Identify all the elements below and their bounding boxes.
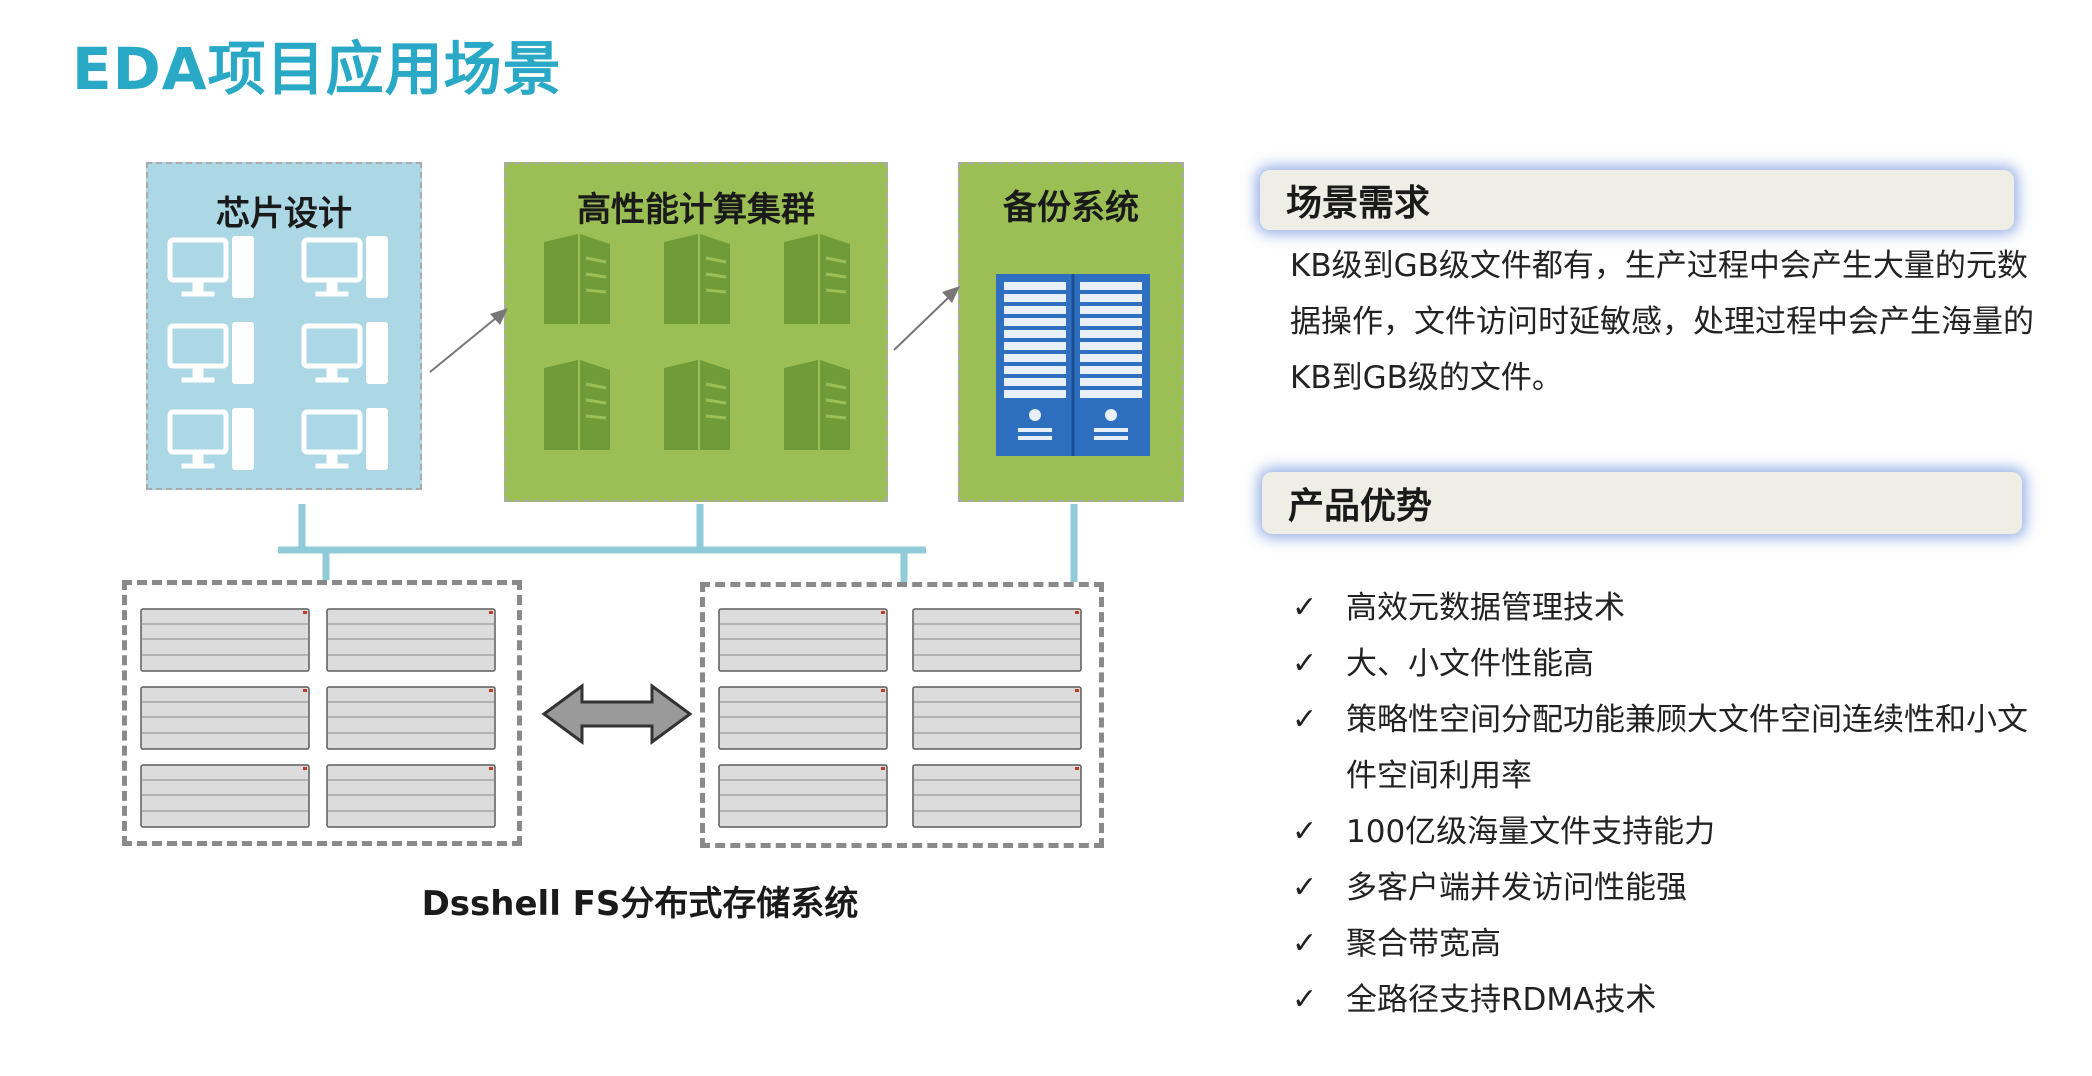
list-item: ✓全路径支持RDMA技术: [1290, 972, 2070, 1028]
list-item: ✓高效元数据管理技术: [1290, 580, 2070, 636]
list-item: ✓多客户端并发访问性能强: [1290, 860, 2070, 916]
server-building-icon: [784, 234, 850, 324]
check-icon: ✓: [1292, 814, 1318, 849]
flow-arrow: [893, 286, 960, 351]
chip-design-label: 芯片设计: [216, 194, 352, 234]
storage-server-icon: [140, 608, 310, 672]
server-building-icon: [544, 234, 610, 324]
scenario-needs-line: KB级到GB级文件都有，生产过程中会产生大量的元数: [1290, 248, 2028, 284]
storage-array-group: [122, 580, 522, 846]
server-building-icon: [544, 360, 610, 450]
advantages-list: ✓高效元数据管理技术 ✓大、小文件性能高 ✓策略性空间分配功能兼顾大文件空间连续…: [1290, 580, 2070, 1028]
hpc-cluster-panel: 高性能计算集群: [504, 162, 888, 502]
list-item: ✓100亿级海量文件支持能力: [1290, 804, 2070, 860]
storage-server-icon: [718, 608, 888, 672]
storage-server-icon: [326, 608, 496, 672]
workstation-icon: [167, 322, 254, 384]
storage-server-icon: [912, 608, 1082, 672]
scenario-needs-heading: 场景需求: [1286, 183, 1431, 224]
workstation-icon: [301, 408, 388, 470]
check-icon: ✓: [1292, 646, 1318, 681]
bidirectional-arrow-icon: [541, 683, 693, 745]
storage-server-icon: [718, 686, 888, 750]
backup-server-icon: [996, 274, 1150, 456]
hpc-cluster-label: 高性能计算集群: [577, 190, 815, 230]
check-icon: ✓: [1292, 982, 1318, 1017]
check-icon: ✓: [1292, 590, 1318, 625]
network-bus: [278, 504, 1078, 584]
backup-system-label: 备份系统: [1003, 188, 1139, 228]
server-building-icon: [664, 360, 730, 450]
storage-server-icon: [912, 686, 1082, 750]
storage-server-icon: [140, 686, 310, 750]
server-building-icon: [664, 234, 730, 324]
scenario-needs-text: KB级到GB级文件都有，生产过程中会产生大量的元数 据操作，文件访问时延敏感，处…: [1290, 238, 2060, 406]
scenario-needs-line: 据操作，文件访问时延敏感，处理过程中会产生海量的: [1290, 304, 2034, 340]
list-item: ✓策略性空间分配功能兼顾大文件空间连续性和小文: [1290, 692, 2070, 748]
storage-array-group: [700, 582, 1104, 848]
workstation-icon: [167, 236, 254, 298]
product-advantages-heading: 产品优势: [1288, 486, 1433, 527]
server-building-icon: [784, 360, 850, 450]
scenario-needs-header: 场景需求: [1260, 170, 2014, 230]
check-icon: ✓: [1292, 702, 1318, 737]
workstation-icon: [167, 408, 254, 470]
storage-caption: Dsshell FS分布式存储系统: [421, 884, 859, 924]
workstation-icon: [301, 236, 388, 298]
backup-system-panel: 备份系统: [958, 162, 1184, 502]
workstation-icon: [301, 322, 388, 384]
flow-arrow: [429, 308, 508, 373]
storage-server-icon: [912, 764, 1082, 828]
storage-server-icon: [140, 764, 310, 828]
list-item: ✓聚合带宽高: [1290, 916, 2070, 972]
list-item-continuation: 件空间利用率: [1346, 758, 1532, 794]
page-title: EDA项目应用场景: [72, 35, 562, 103]
product-advantages-header: 产品优势: [1262, 472, 2022, 534]
storage-server-icon: [718, 764, 888, 828]
check-icon: ✓: [1292, 870, 1318, 905]
list-item: ✓大、小文件性能高: [1290, 636, 2070, 692]
chip-design-panel: 芯片设计: [146, 162, 422, 490]
storage-server-icon: [326, 686, 496, 750]
check-icon: ✓: [1292, 926, 1318, 961]
storage-server-icon: [326, 764, 496, 828]
scenario-needs-line: KB到GB级的文件。: [1290, 360, 1563, 396]
